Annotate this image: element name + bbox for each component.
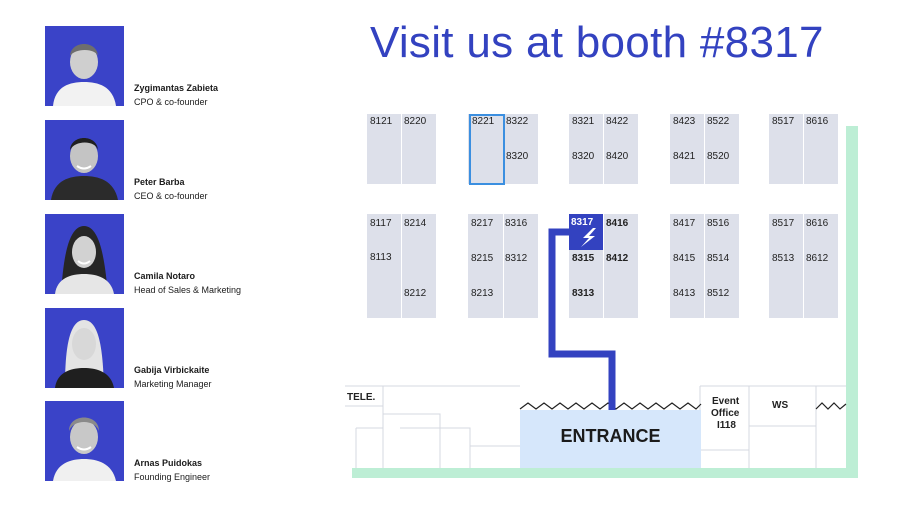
avatar (45, 26, 124, 106)
booth-label: 8516 (707, 218, 730, 229)
booth-label: 8421 (673, 151, 696, 162)
booth-label: 8412 (606, 253, 629, 264)
booth-8317-highlight[interactable]: 8317 (569, 214, 603, 250)
booth-label: 8517 (772, 218, 795, 229)
booth-8221-outline[interactable] (469, 114, 505, 185)
avatar (45, 214, 124, 294)
booth-label: 8212 (404, 288, 427, 299)
booth-label: 8514 (707, 253, 730, 264)
outer-wall-bottom (352, 468, 858, 478)
entrance-area (520, 410, 701, 468)
booth-label: 8616 (806, 218, 829, 229)
team-member: Arnas Puidokas Founding Engineer (45, 401, 305, 482)
booth-label: 8313 (572, 288, 595, 299)
booth-label: 8320 (572, 151, 595, 162)
team-member: Camila Notaro Head of Sales & Marketing (45, 214, 305, 295)
booth-label: 8616 (806, 116, 829, 127)
booth-label: 8320 (506, 151, 529, 162)
member-name: Arnas Puidokas (134, 458, 203, 468)
booth-block (569, 114, 638, 184)
booth-label: 8422 (606, 116, 629, 127)
booth-label: 8215 (471, 253, 494, 264)
booth-label: 8315 (572, 253, 595, 264)
booth-block (367, 214, 436, 318)
booth-label: 8213 (471, 288, 494, 299)
booth-label: 8417 (673, 218, 696, 229)
outer-wall-right (846, 126, 858, 478)
avatar (45, 308, 124, 388)
member-role: CPO & co-founder (134, 97, 208, 107)
avatar (45, 401, 124, 481)
booth-label: 8522 (707, 116, 730, 127)
booth-block (670, 114, 739, 184)
lower-rooms (345, 385, 846, 468)
team-member: Gabija Virbickaite Marketing Manager (45, 308, 305, 389)
booth-label: 8221 (472, 116, 495, 127)
booth-label: 8214 (404, 218, 427, 229)
booth-label: 8316 (505, 218, 528, 229)
event-office-label: I118 (717, 420, 736, 431)
booth-label: 8322 (506, 116, 529, 127)
event-office-label: Event (712, 396, 740, 407)
booth-block (769, 114, 838, 184)
booth-label: 8513 (772, 253, 795, 264)
member-role: CEO & co-founder (134, 191, 208, 201)
booth-label: 8413 (673, 288, 696, 299)
member-role: Head of Sales & Marketing (134, 285, 242, 295)
page-title: Visit us at booth #8317 (370, 18, 824, 67)
team-member: Zygimantas Zabieta CPO & co-founder (45, 26, 305, 107)
booth-label: 8517 (772, 116, 795, 127)
booth-block (670, 214, 739, 318)
route-path (548, 228, 616, 410)
booth-label: 8416 (606, 218, 629, 229)
booth-label: 8612 (806, 253, 829, 264)
member-role: Marketing Manager (134, 379, 212, 389)
booth-block (468, 214, 538, 318)
booth-block (367, 114, 436, 184)
tele-label: TELE. (347, 392, 376, 403)
booth-label: 8317 (571, 217, 594, 228)
booth-label: 8423 (673, 116, 696, 127)
booth-label: 8113 (370, 252, 392, 263)
lightning-logo-icon (581, 228, 596, 247)
booth-label: 8321 (572, 116, 595, 127)
booth-label: 8420 (606, 151, 629, 162)
booth-label: 8312 (505, 253, 528, 264)
booth-label: 8415 (673, 253, 696, 264)
entrance-label: ENTRANCE (560, 426, 661, 446)
booth-label: 8512 (707, 288, 730, 299)
member-role: Founding Engineer (134, 472, 211, 482)
booth-label: 8121 (370, 116, 393, 127)
event-office-label: Office (711, 408, 740, 419)
member-name: Zygimantas Zabieta (134, 83, 219, 93)
booth-label: 8217 (471, 218, 494, 229)
booth-label: 8220 (404, 116, 427, 127)
team-member: Peter Barba CEO & co-founder (45, 120, 305, 201)
avatar (45, 120, 124, 200)
side-zigzag (815, 402, 847, 410)
booth-label: 8117 (370, 218, 392, 229)
booth-block (769, 214, 838, 318)
ws-label: WS (772, 400, 789, 411)
member-name: Camila Notaro (134, 271, 196, 281)
booth-label: 8520 (707, 151, 730, 162)
member-name: Peter Barba (134, 177, 185, 187)
member-name: Gabija Virbickaite (134, 365, 210, 375)
